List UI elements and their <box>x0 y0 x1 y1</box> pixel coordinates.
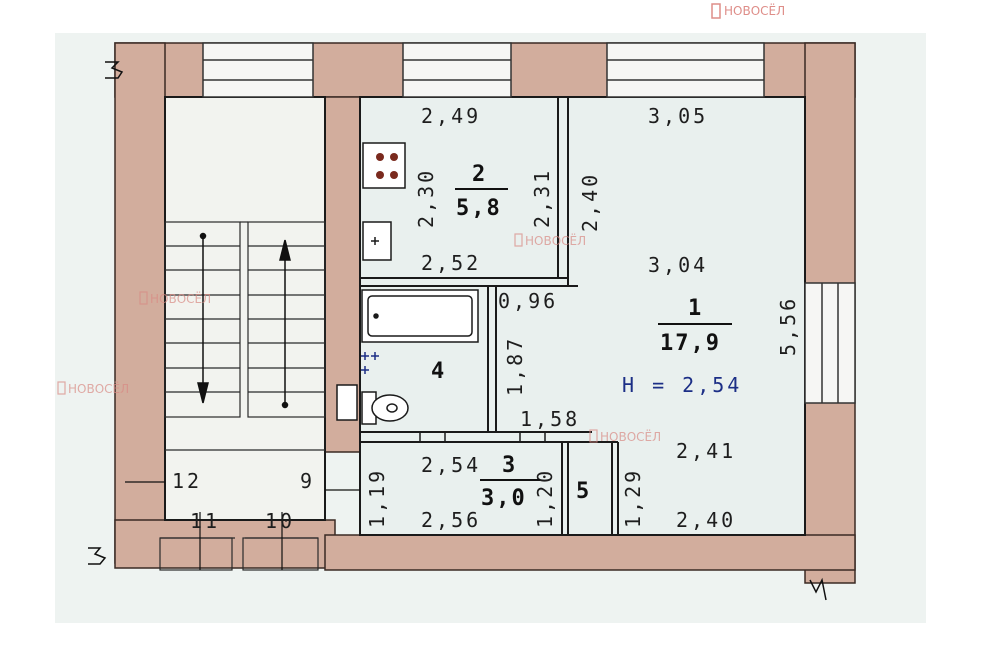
stair-tick-marks <box>125 481 360 570</box>
bathtub-icon <box>361 289 479 343</box>
dim-room2-top: 2,49 <box>421 104 481 128</box>
svg-text:НОВОСЁЛ: НОВОСЁЛ <box>150 291 211 306</box>
stair-arrow-down <box>197 232 209 404</box>
dim-room3-left: 1,19 <box>365 468 389 528</box>
window-top-middle <box>402 42 512 98</box>
ceiling-height: H = 2,54 <box>622 373 742 397</box>
dim-room5-side: 1,29 <box>621 468 645 528</box>
dim-room4-bottom: 1,58 <box>520 407 580 431</box>
svg-text:НОВОСЁЛ: НОВОСЁЛ <box>68 381 129 396</box>
dim-room4-top: 0,96 <box>498 289 558 313</box>
room1-area: 17,9 <box>660 331 721 356</box>
dim-room1-low2: 2,40 <box>676 508 736 532</box>
watermark-top: НОВОСЁЛ <box>711 3 785 19</box>
room3-number: 3 <box>502 453 515 478</box>
dim-room3-right: 1,20 <box>533 468 557 528</box>
stair-arrow-up <box>279 239 291 409</box>
window-right <box>804 282 856 404</box>
dim-room2-bottom: 2,52 <box>421 251 481 275</box>
room1-number: 1 <box>688 296 701 321</box>
watermark-center: НОВОСЁЛ <box>514 233 586 248</box>
dim-room2-right: 2,31 <box>530 168 554 228</box>
wall-pillar <box>336 384 358 421</box>
svg-text:НОВОСЁЛ: НОВОСЁЛ <box>724 3 785 18</box>
stair-label-10: 10 <box>265 509 295 533</box>
room4-number: 4 <box>431 359 444 384</box>
stair-label-9: 9 <box>300 469 315 493</box>
dim-room1-right: 5,56 <box>776 296 800 356</box>
dim-room1-low1: 2,41 <box>676 439 736 463</box>
sink-icon <box>362 221 392 261</box>
stove-icon <box>362 142 406 189</box>
partitions <box>360 97 619 535</box>
dim-room3-top: 2,54 <box>421 453 481 477</box>
watermark-lower: НОВОСЁЛ <box>589 429 661 444</box>
dim-room1-mid: 3,04 <box>648 253 708 277</box>
stair-label-11: 11 <box>190 509 220 533</box>
window-top-left <box>202 42 314 98</box>
door-ticks <box>419 432 546 442</box>
window-top-right <box>606 42 765 98</box>
dim-room1-left: 2,40 <box>578 172 602 232</box>
dim-room3-bottom: 2,56 <box>421 508 481 532</box>
wall-break-marks <box>88 61 827 601</box>
room3-area: 3,0 <box>481 486 527 511</box>
watermark-left: НОВОСЁЛ <box>139 291 211 306</box>
stair-label-12: 12 <box>172 469 202 493</box>
svg-text:НОВОСЁЛ: НОВОСЁЛ <box>600 429 661 444</box>
toilet-icon <box>361 391 409 425</box>
room5-number: 5 <box>576 479 589 504</box>
tap-icon <box>361 352 379 374</box>
room2-area: 5,8 <box>456 196 502 221</box>
dim-room1-top: 3,05 <box>648 104 708 128</box>
room2-number: 2 <box>472 162 485 187</box>
stairwell <box>159 221 326 571</box>
dim-room4-side: 1,87 <box>503 336 527 396</box>
dim-room2-left: 2,30 <box>414 168 438 228</box>
watermark-far-left: НОВОСЁЛ <box>57 381 129 396</box>
svg-text:НОВОСЁЛ: НОВОСЁЛ <box>525 233 586 248</box>
